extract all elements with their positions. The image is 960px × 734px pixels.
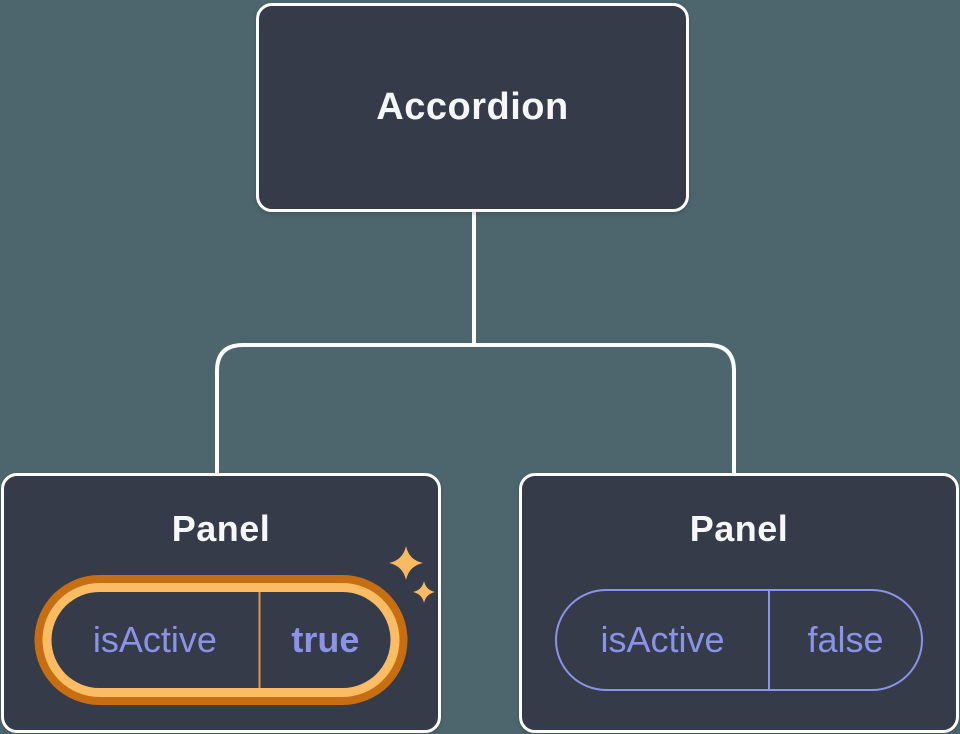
connector-branches [215,343,736,478]
root-node-accordion: Accordion [256,3,689,212]
sparkle-small [413,581,435,603]
panel-node-inactive: Panel isActive false [519,473,959,733]
state-pill-inactive: isActive false [555,589,923,691]
panel-label: Panel [171,508,271,549]
root-node-label: Accordion [376,86,569,128]
state-value: true [291,619,360,660]
state-pill-active: isActive true [51,592,391,688]
state-key: isActive [557,591,771,689]
sparkle-large [389,546,423,580]
panel-label: Panel [689,508,789,549]
sparkle-icon [389,546,435,603]
panel-node-active: Panel isActive true [1,473,441,733]
state-key: isActive [52,592,261,688]
state-highlight-ring-inner: isActive true [42,583,400,697]
state-highlight-ring: isActive true [34,575,408,705]
state-value: false [807,619,884,660]
